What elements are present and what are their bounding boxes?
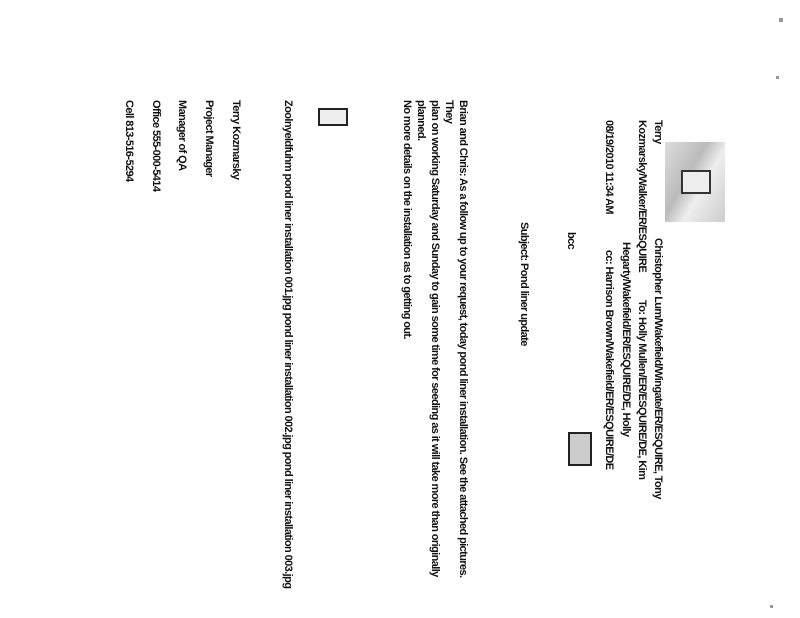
to-line-1: Christopher Lum/Wakefield/Wingate/ER/ESQ…: [652, 238, 664, 499]
envelope-icon: [681, 170, 711, 194]
signature-office: Office 555-000-5414: [150, 100, 162, 192]
attachment-thumbnail[interactable]: [318, 108, 348, 126]
to-line-3: Hegarty/Wakefield/ER/ESQUIRE/DE, Holly: [620, 242, 632, 437]
subject-line: Subject: Pond liner update: [518, 222, 530, 346]
body-line: No more details on the installation as t…: [401, 100, 413, 339]
signature-name: Terry Kozmarsky: [230, 100, 242, 180]
to-line-2: To: Holly Mullen/ER/ESQUIRE/DE, Kim: [636, 300, 648, 480]
body-line: plan on working Saturday and Sunday to g…: [415, 100, 441, 577]
scan-speck: [770, 605, 773, 608]
sender-last: Kozmarsky/Walker/ER/ESQUIRE: [636, 120, 648, 273]
attachment-icon[interactable]: [568, 432, 592, 466]
sender-first: Terry: [652, 120, 664, 144]
scan-speck: [776, 76, 779, 79]
attachment-caption[interactable]: Zoolnyeldfuhm pond liner installation 00…: [282, 100, 294, 589]
sent-date: 08/19/2010 11:34 AM: [603, 120, 615, 214]
bcc-label: bcc: [565, 232, 577, 250]
cc-line: cc: Harrison Brown/Wakefield/ER/ESQUIRE/…: [603, 250, 615, 470]
signature-cell: Cell 813-516-5294: [123, 100, 135, 182]
email-logo: [665, 142, 725, 222]
body-line: Brian and Chris: As a follow up to your …: [443, 100, 469, 578]
signature-title: Project Manager: [203, 100, 215, 177]
signature-role: Manager of QA: [176, 100, 188, 171]
scan-speck: [779, 18, 783, 22]
email-body: Brian and Chris: As a follow up to your …: [400, 100, 470, 600]
